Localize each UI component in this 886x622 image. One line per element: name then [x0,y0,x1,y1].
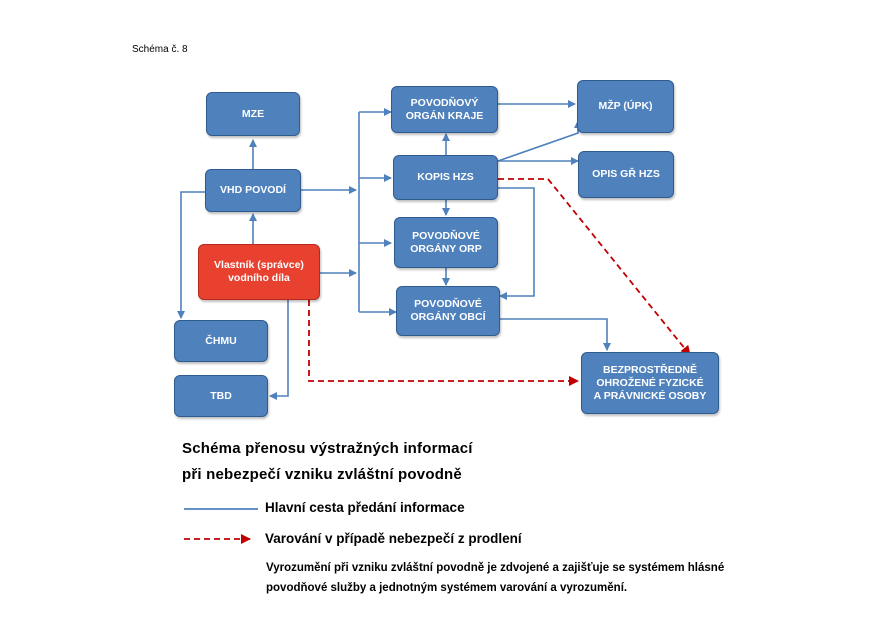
node-povodnove-organy-orp: POVODŇOVÉ ORGÁNY ORP [394,217,498,268]
node-bezprostredne-ohrozene-osoby: BEZPROSTŘEDNĚ OHROŽENÉ FYZICKÉ A PRÁVNIC… [581,352,719,414]
arrow-kopis-mzp [497,120,582,162]
node-mze: MZE [206,92,300,136]
node-opis-gr-hzs: OPIS GŘ HZS [578,151,674,198]
node-kopis-hzs: KOPIS HZS [393,155,498,200]
node-vhd-povodi: VHD POVODÍ [205,169,301,212]
schema-number: Schéma č. 8 [132,44,188,55]
node-vlastnik: Vlastník (správce) vodního díla [198,244,320,300]
diagram-title-line-2: při nebezpečí vzniku zvláštní povodně [182,466,462,483]
arrow-obce-osoby [500,318,611,351]
diagram-title-line-1: Schéma přenosu výstražných informací [182,440,473,457]
arrow-kopis-obce [498,187,535,300]
node-povodnove-organy-obci: POVODŇOVÉ ORGÁNY OBCÍ [396,286,500,336]
node-mzp-upk: MŽP (ÚPK) [577,80,674,133]
node-chmu: ČHMU [174,320,268,362]
note-line-2: povodňové služby a jednotným systémem va… [266,582,628,594]
legend-main-label: Hlavní cesta předání informace [265,500,465,515]
warning-kopis-osoby [498,178,691,356]
legend-warning-label: Varování v případě nebezpečí z prodlení [265,531,522,546]
node-povodnovy-organ-kraje: POVODŇOVÝ ORGÁN KRAJE [391,86,498,133]
note-line-1: Vyrozumění při vzniku zvláštní povodně j… [266,562,725,574]
warning-vlastnik-osoby [308,300,579,386]
arrow-vhd-chmu [177,191,205,319]
arrow-vlastnik-tbd [269,300,289,400]
node-tbd: TBD [174,375,268,417]
